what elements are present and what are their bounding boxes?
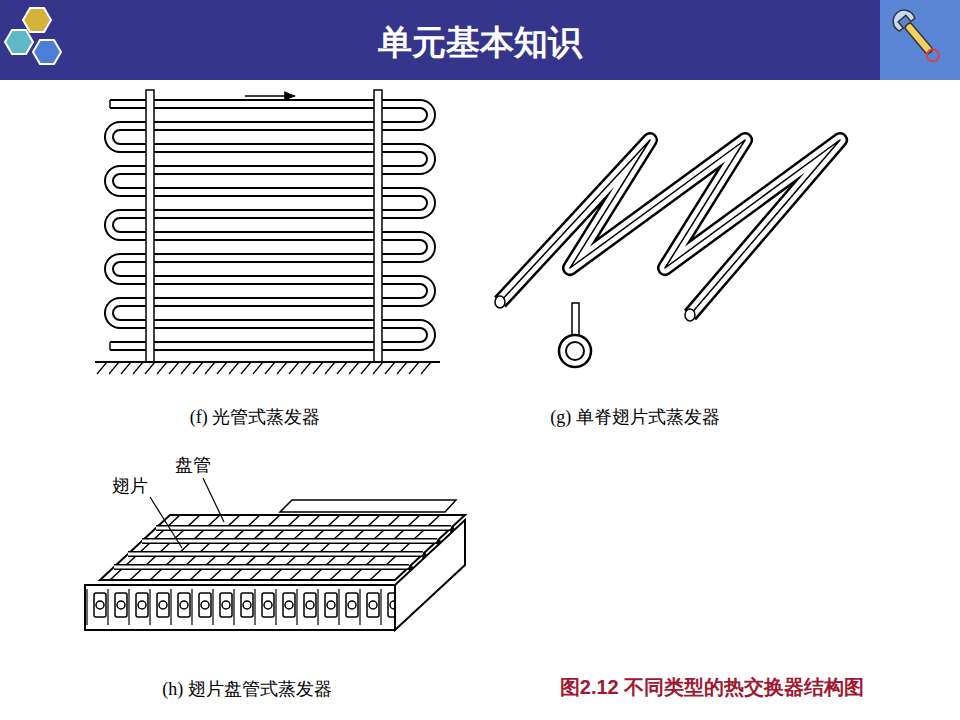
header-pipe bbox=[280, 500, 456, 512]
slide-title: 单元基本知识 bbox=[378, 22, 582, 63]
bare-tube-evaporator bbox=[95, 90, 440, 374]
tube-end bbox=[109, 100, 111, 108]
coil-side-face bbox=[395, 520, 465, 630]
sub-caption: (f) 光管式蒸发器 bbox=[190, 407, 320, 429]
coil-tube-bore bbox=[114, 528, 451, 567]
wrench-head bbox=[889, 6, 916, 32]
sub-caption: (g) 单脊翅片式蒸发器 bbox=[550, 407, 720, 429]
leader-line bbox=[150, 497, 182, 548]
ground-hatch bbox=[97, 362, 431, 374]
header-icon-panel bbox=[880, 0, 960, 80]
leader-line bbox=[203, 478, 224, 522]
finned-tube-outline bbox=[500, 140, 840, 315]
support-post bbox=[374, 90, 382, 362]
header-bar bbox=[0, 0, 960, 80]
tube-section bbox=[559, 335, 591, 367]
hexagon-logo bbox=[5, 8, 61, 64]
figure-caption: 图2.12 不同类型的热交换器结构图 bbox=[560, 675, 864, 699]
tube-end bbox=[109, 342, 111, 350]
fin-plates bbox=[110, 515, 440, 580]
single-ridge-fin-evaporator bbox=[495, 140, 840, 367]
coil-front-face bbox=[85, 585, 395, 630]
part-label: 盘管 bbox=[175, 455, 211, 477]
ground-line bbox=[95, 361, 440, 363]
tube-end bbox=[495, 296, 505, 308]
tube-end bbox=[685, 309, 695, 321]
wrench-ring bbox=[924, 47, 941, 64]
finned-tube-face bbox=[500, 140, 840, 315]
part-label: 翅片 bbox=[112, 476, 148, 498]
hexagon bbox=[33, 40, 61, 64]
hexagon bbox=[23, 8, 51, 32]
coil-tube-outline bbox=[114, 528, 451, 567]
wrench-icon bbox=[889, 6, 945, 67]
tube-bore-section bbox=[566, 342, 584, 360]
hexagon bbox=[5, 30, 33, 54]
support-post bbox=[146, 90, 154, 362]
flow-arrow bbox=[245, 95, 295, 97]
sub-caption: (h) 翅片盘管式蒸发器 bbox=[162, 679, 332, 701]
finned-coil-evaporator bbox=[85, 478, 465, 630]
fin-ridge bbox=[500, 140, 840, 315]
fin-section bbox=[572, 303, 579, 335]
